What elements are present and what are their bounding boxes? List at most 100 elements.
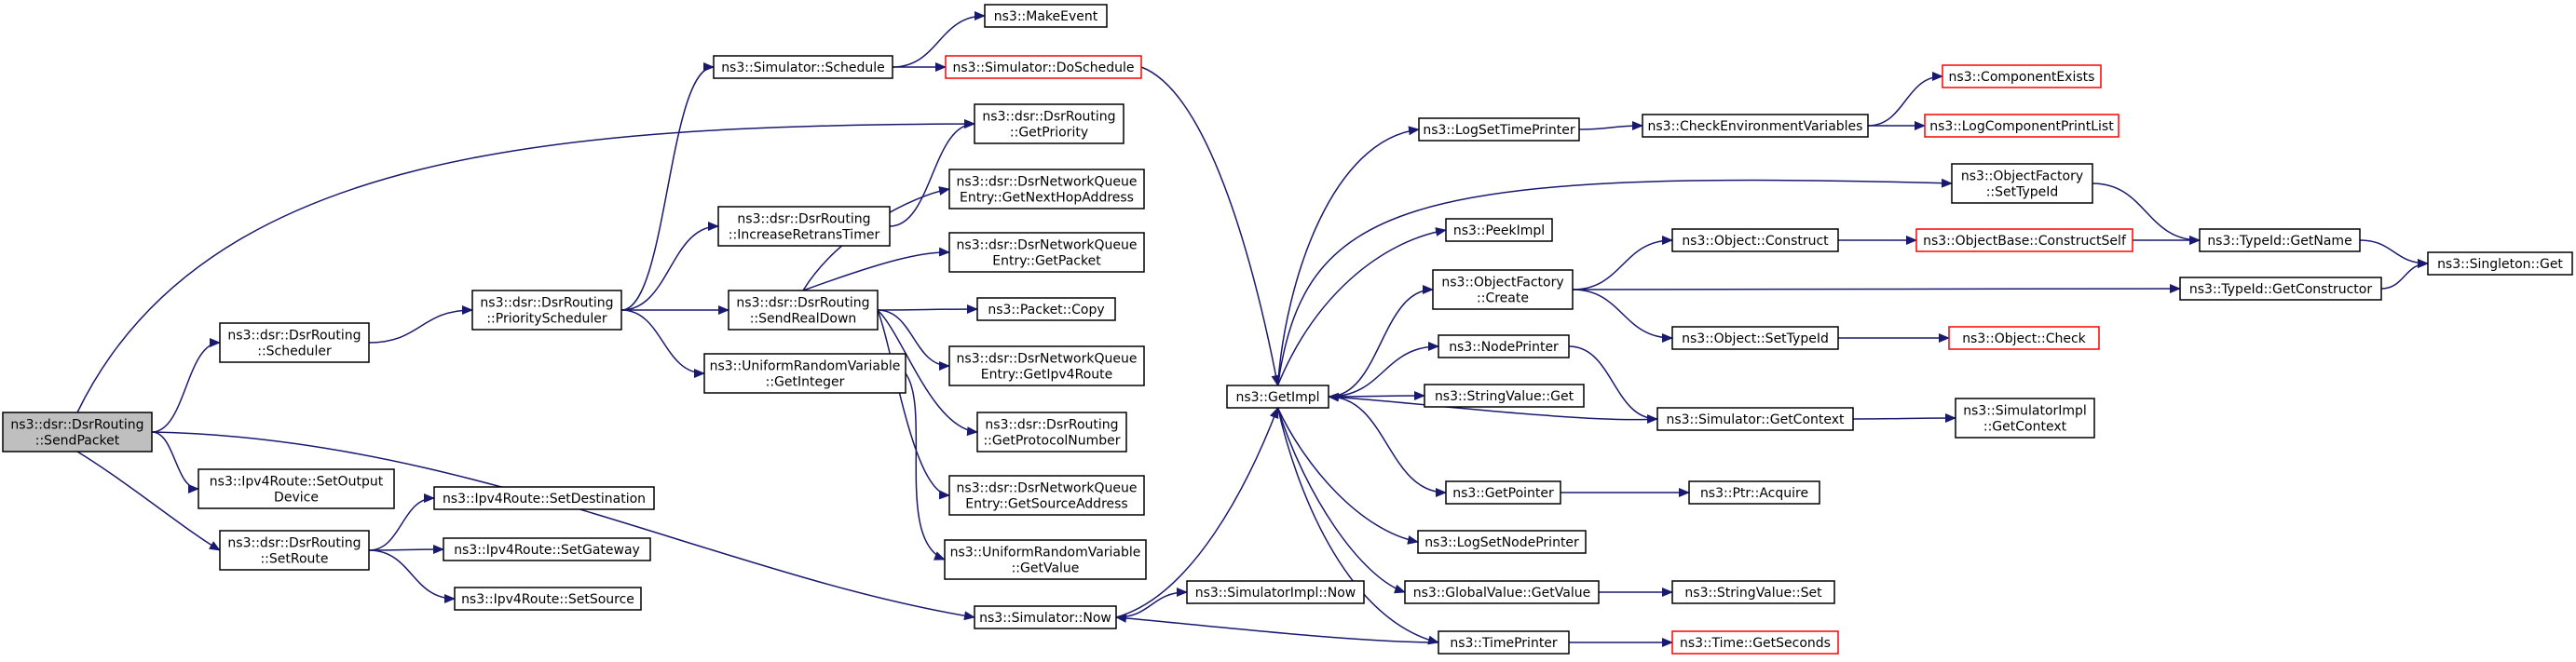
call-edge-sim-get-context-to-simimpl-get-context bbox=[1852, 413, 1956, 424]
node-scheduler[interactable]: ns3::dsr::DsrRouting::Scheduler bbox=[219, 322, 370, 363]
node-box bbox=[2199, 228, 2361, 252]
node-singleton-get[interactable]: ns3::Singleton::Get bbox=[2427, 251, 2573, 276]
node-label: ns3::dsr::DsrRouting bbox=[480, 296, 613, 311]
node-label: ::SetRoute bbox=[260, 552, 328, 567]
node-component-exists[interactable]: ns3::ComponentExists bbox=[1942, 64, 2102, 88]
call-edge-send-real-down-to-packet-copy bbox=[877, 304, 978, 315]
node-box bbox=[2427, 251, 2573, 276]
node-time-printer[interactable]: ns3::TimePrinter bbox=[1438, 630, 1570, 655]
node-typeid-get-constructor[interactable]: ns3::TypeId::GetConstructor bbox=[2179, 277, 2382, 301]
call-edge-send-packet-to-set-output-device bbox=[151, 431, 199, 493]
node-sim-get-context[interactable]: ns3::Simulator::GetContext bbox=[1656, 407, 1854, 431]
node-box bbox=[1642, 114, 1869, 138]
node-set-route[interactable]: ns3::dsr::DsrRouting::SetRoute bbox=[219, 530, 370, 571]
node-box bbox=[728, 290, 879, 331]
node-label: ns3::ObjectBase::ConstructSelf bbox=[1923, 234, 2127, 249]
node-label: ns3::LogSetTimePrinter bbox=[1423, 123, 1575, 138]
node-box bbox=[948, 169, 1145, 209]
call-edge-set-route-to-set-gateway bbox=[368, 545, 444, 555]
node-send-packet[interactable]: ns3::dsr::DsrRouting::SendPacket bbox=[2, 412, 153, 453]
node-get-next-hop[interactable]: ns3::dsr::DsrNetworkQueueEntry::GetNextH… bbox=[948, 169, 1145, 209]
node-log-component-print-list[interactable]: ns3::LogComponentPrintList bbox=[1924, 114, 2119, 138]
node-label: ns3::TypeId::GetConstructor bbox=[2189, 282, 2372, 297]
node-box bbox=[2179, 277, 2382, 301]
node-get-priority[interactable]: ns3::dsr::DsrRouting::GetPriority bbox=[974, 103, 1124, 144]
call-edge-priority-scheduler-to-increase-retrans bbox=[620, 222, 719, 311]
node-label: ns3::Ipv4Route::SetGateway bbox=[454, 543, 640, 558]
node-string-value-get[interactable]: ns3::StringValue::Get bbox=[1424, 384, 1585, 408]
call-edge-send-packet-to-set-route bbox=[76, 451, 221, 551]
node-get-value-urv[interactable]: ns3::UniformRandomVariable::GetValue bbox=[944, 539, 1147, 580]
node-box bbox=[1688, 480, 1820, 505]
call-edge-time-printer-to-sim-now bbox=[1115, 613, 1439, 643]
node-object-check[interactable]: ns3::Object::Check bbox=[1948, 326, 2100, 350]
node-global-value-get[interactable]: ns3::GlobalValue::GetValue bbox=[1404, 580, 1600, 604]
node-box bbox=[1445, 480, 1561, 505]
node-label: ::Scheduler bbox=[257, 345, 332, 359]
node-label: ns3::LogSetNodePrinter bbox=[1424, 535, 1579, 550]
node-typeid-get-name[interactable]: ns3::TypeId::GetName bbox=[2199, 228, 2361, 252]
node-make-event[interactable]: ns3::MakeEvent bbox=[984, 4, 1108, 28]
node-get-protocol-number[interactable]: ns3::dsr::DsrRouting::GetProtocolNumber bbox=[976, 412, 1127, 453]
node-box bbox=[944, 539, 1147, 580]
node-box bbox=[1186, 580, 1365, 604]
node-get-source-address[interactable]: ns3::dsr::DsrNetworkQueueEntry::GetSourc… bbox=[948, 475, 1145, 516]
node-time-get-seconds[interactable]: ns3::Time::GetSeconds bbox=[1671, 630, 1839, 655]
call-edge-get-impl-to-time-printer bbox=[1276, 407, 1439, 645]
node-label: ns3::dsr::DsrRouting bbox=[985, 418, 1118, 433]
node-get-ipv4-route[interactable]: ns3::dsr::DsrNetworkQueueEntry::GetIpv4R… bbox=[948, 345, 1145, 386]
node-box bbox=[1671, 326, 1839, 350]
node-node-printer[interactable]: ns3::NodePrinter bbox=[1438, 334, 1570, 358]
node-get-impl[interactable]: ns3::GetImpl bbox=[1226, 385, 1329, 409]
node-log-set-time-printer[interactable]: ns3::LogSetTimePrinter bbox=[1418, 117, 1580, 142]
node-label: ::GetValue bbox=[1012, 561, 1080, 576]
node-priority-scheduler[interactable]: ns3::dsr::DsrRouting::PriorityScheduler bbox=[471, 290, 622, 331]
node-get-integer[interactable]: ns3::UniformRandomVariable::GetInteger bbox=[703, 353, 906, 394]
node-box bbox=[1404, 580, 1600, 604]
node-do-schedule[interactable]: ns3::Simulator::DoSchedule bbox=[945, 55, 1142, 79]
node-label: ns3::GlobalValue::GetValue bbox=[1413, 586, 1590, 601]
node-object-construct[interactable]: ns3::Object::Construct bbox=[1671, 228, 1839, 252]
node-sim-schedule[interactable]: ns3::Simulator::Schedule bbox=[713, 55, 893, 79]
node-label: ns3::ComponentExists bbox=[1949, 70, 2095, 85]
call-edge-of-create-to-object-set-type-id bbox=[1572, 289, 1673, 343]
node-label: ns3::dsr::DsrNetworkQueue bbox=[957, 238, 1138, 253]
node-increase-retrans[interactable]: ns3::dsr::DsrRouting::IncreaseRetransTim… bbox=[717, 206, 891, 247]
node-send-real-down[interactable]: ns3::dsr::DsrRouting::SendRealDown bbox=[728, 290, 879, 331]
node-simimpl-get-context[interactable]: ns3::SimulatorImpl::GetContext bbox=[1955, 398, 2095, 439]
node-label: ns3::NodePrinter bbox=[1449, 340, 1559, 355]
node-get-pointer[interactable]: ns3::GetPointer bbox=[1445, 480, 1561, 505]
node-peek-impl[interactable]: ns3::PeekImpl bbox=[1445, 218, 1553, 242]
node-log-set-node-printer[interactable]: ns3::LogSetNodePrinter bbox=[1417, 530, 1587, 554]
node-simimpl-now[interactable]: ns3::SimulatorImpl::Now bbox=[1186, 580, 1365, 604]
node-label: ns3::SimulatorImpl bbox=[1963, 404, 2087, 419]
node-box bbox=[454, 587, 642, 611]
node-label: ns3::SimulatorImpl::Now bbox=[1195, 586, 1356, 601]
node-ptr-acquire[interactable]: ns3::Ptr::Acquire bbox=[1688, 480, 1820, 505]
node-set-gateway[interactable]: ns3::Ipv4Route::SetGateway bbox=[443, 537, 651, 561]
node-label: ::IncreaseRetransTimer bbox=[729, 228, 880, 243]
call-edge-check-env-vars-to-component-exists bbox=[1867, 72, 1943, 127]
node-box bbox=[1915, 228, 2133, 252]
node-box bbox=[1951, 163, 2093, 204]
node-set-source[interactable]: ns3::Ipv4Route::SetSource bbox=[454, 587, 642, 611]
node-check-env-vars[interactable]: ns3::CheckEnvironmentVariables bbox=[1642, 114, 1869, 138]
node-set-destination[interactable]: ns3::Ipv4Route::SetDestination bbox=[433, 486, 655, 510]
node-packet-copy[interactable]: ns3::Packet::Copy bbox=[976, 297, 1116, 321]
node-label: ::SendRealDown bbox=[750, 312, 857, 327]
node-label: ::Create bbox=[1477, 291, 1529, 306]
node-of-set-type-id[interactable]: ns3::ObjectFactory::SetTypeId bbox=[1951, 163, 2093, 204]
node-box bbox=[974, 103, 1124, 144]
node-string-value-set[interactable]: ns3::StringValue::Set bbox=[1671, 580, 1835, 604]
node-of-create[interactable]: ns3::ObjectFactory::Create bbox=[1432, 269, 1574, 310]
call-edge-get-impl-to-log-set-time-printer bbox=[1276, 126, 1420, 386]
node-label: ns3::PeekImpl bbox=[1453, 223, 1545, 238]
node-sim-now[interactable]: ns3::Simulator::Now bbox=[974, 605, 1117, 629]
node-box bbox=[974, 605, 1117, 629]
node-construct-self[interactable]: ns3::ObjectBase::ConstructSelf bbox=[1915, 228, 2133, 252]
node-label: ns3::Ipv4Route::SetSource bbox=[461, 592, 634, 607]
node-label: ns3::LogComponentPrintList bbox=[1929, 119, 2114, 134]
node-get-packet[interactable]: ns3::dsr::DsrNetworkQueueEntry::GetPacke… bbox=[948, 232, 1145, 273]
node-object-set-type-id[interactable]: ns3::Object::SetTypeId bbox=[1671, 326, 1839, 350]
